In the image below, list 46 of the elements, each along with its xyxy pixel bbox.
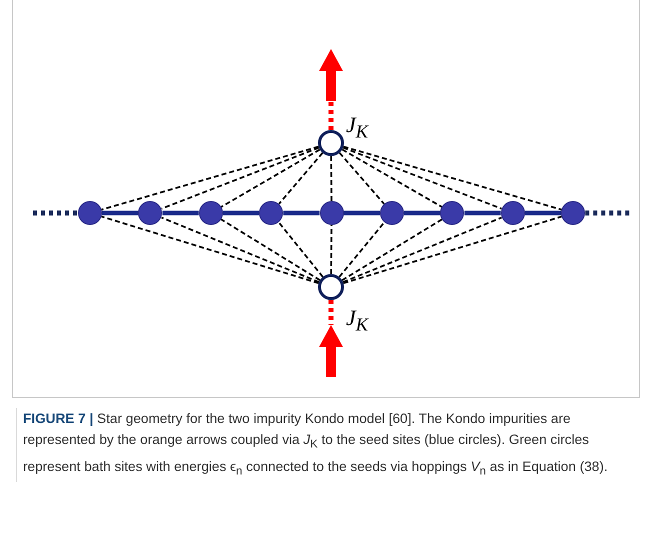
dotted-line (33, 210, 78, 216)
bath-site-circle (259, 201, 284, 225)
chain-line (222, 210, 260, 216)
chain-line (283, 210, 320, 216)
dashed-line (343, 146, 562, 211)
spin-arrow (319, 325, 343, 377)
dashed-line (338, 222, 386, 278)
bath-site-circle (198, 201, 223, 225)
dotted-line (585, 210, 632, 216)
figure-caption: FIGURE 7 | Star geometry for the two impurity Kondo model [60]. The Kondo impurities are represented by the orange arrows coupled via J$_{K}$ to the seed sites (blue circles). Green circles represent bath sites with energies ϵ$_{n}$ connected to the seeds via hoppings V$_{n}$ as in Equation (38). (16, 408, 641, 482)
dashed-line (220, 148, 320, 208)
impurity-site-circle (318, 274, 344, 300)
chain-line (102, 210, 138, 216)
chain-line (404, 210, 440, 216)
dashed-line (278, 222, 324, 278)
bath-site-circle (561, 201, 586, 225)
coupling-label: J$_{K}$ (346, 305, 368, 336)
impurity-site-circle (318, 130, 344, 156)
dashed-line (338, 152, 385, 205)
chain-line (524, 210, 562, 216)
dashed-line (161, 216, 320, 283)
dashed-line (343, 216, 562, 284)
dashed-line (342, 148, 442, 208)
spin-arrow (319, 49, 343, 101)
dashed-line (342, 216, 502, 283)
dashed-line (220, 218, 320, 281)
dashed-line (101, 146, 319, 211)
dashed-line (342, 146, 502, 210)
bath-site-circle (500, 201, 525, 225)
bath-site-circle (320, 201, 344, 225)
chain-line (162, 210, 199, 216)
chain-line (464, 210, 501, 216)
bath-site-circle (78, 201, 102, 225)
dashed-line (161, 146, 320, 210)
dashed-line (101, 216, 319, 284)
bath-site-circle (440, 201, 464, 225)
dashed-line (330, 225, 332, 274)
bath-site-circle (138, 201, 162, 225)
bath-site-circle (380, 201, 404, 225)
dotted-line (328, 101, 334, 130)
chain-line (344, 210, 380, 216)
dashed-line (278, 152, 324, 204)
coupling-label: J$_{K}$ (346, 112, 368, 142)
dotted-line (328, 300, 334, 325)
dashed-line (342, 218, 443, 281)
dashed-line (330, 156, 332, 201)
